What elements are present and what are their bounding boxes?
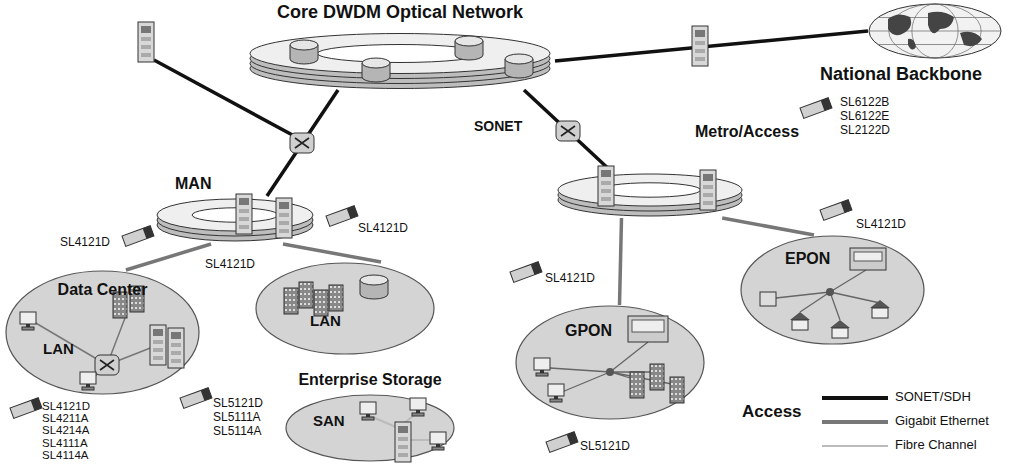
storage-network	[360, 398, 446, 462]
ring-stack	[558, 174, 742, 216]
node-outline	[868, 3, 1002, 59]
core-routers	[290, 36, 533, 82]
ethernet-link	[620, 218, 622, 305]
node-title: National Backbone	[820, 64, 982, 86]
part-number: SL5114A	[213, 425, 262, 439]
data-center-area: Data CenterLAN	[5, 270, 200, 395]
ethernet-link	[722, 218, 814, 235]
legend-samples	[822, 398, 888, 446]
part-number: SL4211A	[42, 412, 88, 425]
node-title: Enterprise Storage	[285, 370, 455, 389]
part-number: SL6122E	[840, 110, 889, 124]
part-number: SL4111A	[42, 437, 88, 450]
gpon-access	[534, 316, 684, 403]
area-outline	[6, 271, 199, 394]
ring-stack	[250, 34, 550, 89]
node-title: Data Center	[5, 280, 200, 299]
backbone-globe: National Backbone	[868, 3, 1002, 59]
legend-text: SONET/SDH	[895, 389, 971, 404]
ethernet-link	[126, 244, 211, 270]
lan-area: LAN	[255, 262, 435, 355]
node-outline	[245, 32, 555, 90]
optical-switches	[290, 121, 580, 153]
node-outline	[155, 196, 315, 244]
node-outline	[255, 262, 435, 355]
data-center-equipment	[20, 286, 184, 390]
part-number: SL4121D	[42, 400, 90, 413]
part-number: SL6122B	[840, 96, 889, 110]
part-number: SL4121D	[205, 258, 255, 272]
epon-area: EPON	[740, 235, 925, 345]
part-number: SL4121D	[856, 218, 906, 232]
legend-text: Fibre Channel	[895, 437, 977, 452]
metro-ring: Metro/Access	[555, 172, 745, 218]
legend-entry: Fibre Channel	[895, 438, 977, 453]
sonet-link	[555, 31, 868, 61]
man-ring: MAN	[155, 196, 315, 244]
core-ring: Core DWDM Optical Network	[245, 32, 555, 90]
part-number: SL4121D	[545, 272, 595, 286]
node-subtitle: LAN	[43, 340, 74, 358]
area-outline	[741, 236, 924, 344]
node-subtitle: SAN	[313, 412, 345, 430]
legend-entry: Gigabit Ethernet	[895, 414, 989, 429]
lan-campus	[284, 275, 388, 316]
part-number: SL4114A	[42, 449, 88, 462]
transceiver-modules	[10, 98, 852, 453]
ring-stack	[157, 199, 313, 241]
node-outline	[285, 394, 455, 462]
node-outline	[740, 235, 925, 345]
legend-text: Gigabit Ethernet	[895, 413, 989, 428]
area-outline	[516, 306, 704, 419]
san-area: Enterprise StorageSAN	[285, 394, 455, 462]
equipment-racks	[138, 22, 716, 238]
sonet-link	[267, 90, 338, 196]
part-number: SL5111A	[213, 411, 261, 425]
node-title: LAN	[310, 312, 341, 330]
network-label: SONET	[474, 118, 522, 134]
part-number: SL4214A	[42, 424, 89, 437]
area-outline	[256, 263, 434, 354]
part-number: SL2122D	[840, 124, 890, 138]
node-outline	[555, 172, 745, 218]
node-title: Core DWDM Optical Network	[245, 2, 555, 24]
legend-heading: Access	[742, 402, 802, 422]
gpon-area: GPON	[515, 305, 705, 420]
node-title: MAN	[175, 174, 211, 193]
sonet-link	[524, 90, 612, 172]
backbone-wire	[154, 60, 298, 138]
epon-access	[760, 248, 890, 338]
part-number: SL5121D	[213, 397, 263, 411]
area-outline	[286, 395, 454, 461]
node-title: GPON	[565, 321, 612, 340]
node-title: EPON	[785, 249, 830, 268]
part-number: SL5121D	[580, 440, 630, 454]
part-number: SL4121D	[358, 222, 408, 236]
node-title: Metro/Access	[695, 122, 799, 141]
globe-map	[869, 4, 1001, 58]
legend-entry: SONET/SDH	[895, 390, 971, 405]
part-number: SL4121D	[60, 236, 110, 250]
ethernet-link	[283, 244, 381, 262]
